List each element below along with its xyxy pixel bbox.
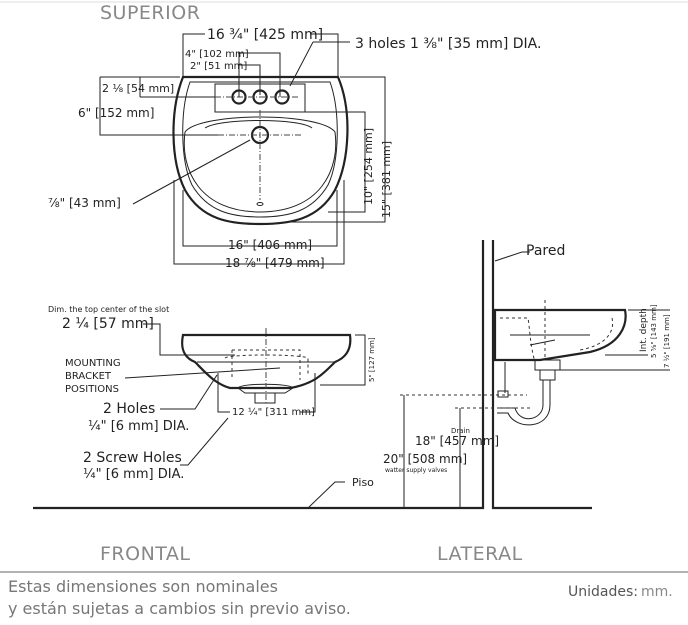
footer-note-2: y están sujetas a cambios sin previo avi… xyxy=(8,599,351,618)
svg-text:18 ⅞" [479 mm]: 18 ⅞" [479 mm] xyxy=(225,256,325,270)
svg-text:2 ⅛ [54 mm]: 2 ⅛ [54 mm] xyxy=(102,82,174,95)
svg-text:Pared: Pared xyxy=(526,243,565,259)
svg-text:Dim. the top center of the slo: Dim. the top center of the slot xyxy=(48,305,169,314)
svg-text:POSITIONS: POSITIONS xyxy=(65,384,119,395)
svg-text:7 ½" [191 mm]: 7 ½" [191 mm] xyxy=(663,314,671,368)
side-view: Pared Drain 18" [457 mm] 20" [508 mm] wa… xyxy=(310,240,671,510)
svg-text:2" [51 mm]: 2" [51 mm] xyxy=(190,61,247,72)
svg-text:5 ⅝" [143 mm]: 5 ⅝" [143 mm] xyxy=(650,304,658,358)
top-view: 16 ¾" [425 mm] 3 holes 1 ⅜" [35 mm] DIA.… xyxy=(48,27,541,270)
svg-text:10" [254 mm]: 10" [254 mm] xyxy=(362,128,375,205)
front-view: Dim. the top center of the slot 2 ¼ [57 … xyxy=(33,305,376,510)
svg-text:6" [152 mm]: 6" [152 mm] xyxy=(78,106,154,120)
svg-text:18" [457 mm]: 18" [457 mm] xyxy=(415,434,499,448)
svg-text:watter supply valves: watter supply valves xyxy=(385,467,447,474)
svg-text:3 holes 1 ⅜" [35 mm] DIA.: 3 holes 1 ⅜" [35 mm] DIA. xyxy=(355,36,541,52)
svg-text:4" [102 mm]: 4" [102 mm] xyxy=(185,49,249,60)
svg-text:Drain: Drain xyxy=(451,427,470,435)
svg-text:BRACKET: BRACKET xyxy=(65,371,112,382)
svg-text:⅞" [43 mm]: ⅞" [43 mm] xyxy=(48,196,121,210)
svg-text:2 Screw Holes: 2 Screw Holes xyxy=(83,450,182,466)
svg-text:15" [381 mm]: 15" [381 mm] xyxy=(380,141,393,218)
view-title-side: LATERAL xyxy=(437,543,523,565)
units-value: mm. xyxy=(641,584,673,600)
svg-text:MOUNTING: MOUNTING xyxy=(65,358,121,369)
svg-text:¼" [6 mm] DIA.: ¼" [6 mm] DIA. xyxy=(88,419,189,434)
svg-text:Piso: Piso xyxy=(352,476,374,489)
view-title-top: SUPERIOR xyxy=(100,2,200,24)
svg-text:Int. depth: Int. depth xyxy=(639,308,649,352)
units-label: Unidades: xyxy=(568,584,638,600)
svg-text:12 ¼" [311 mm]: 12 ¼" [311 mm] xyxy=(232,406,315,418)
svg-text:2 Holes: 2 Holes xyxy=(103,401,155,417)
svg-text:¼" [6 mm] DIA.: ¼" [6 mm] DIA. xyxy=(83,467,184,482)
svg-text:5" [127 mm]: 5" [127 mm] xyxy=(368,337,376,382)
svg-text:20" [508 mm]: 20" [508 mm] xyxy=(383,452,467,466)
footer-note-1: Estas dimensiones son nominales xyxy=(8,577,278,596)
svg-text:2 ¼ [57 mm]: 2 ¼ [57 mm] xyxy=(62,316,154,332)
svg-text:16 ¾" [425 mm]: 16 ¾" [425 mm] xyxy=(207,27,323,43)
view-title-front: FRONTAL xyxy=(100,543,191,565)
svg-text:16" [406 mm]: 16" [406 mm] xyxy=(228,238,312,252)
